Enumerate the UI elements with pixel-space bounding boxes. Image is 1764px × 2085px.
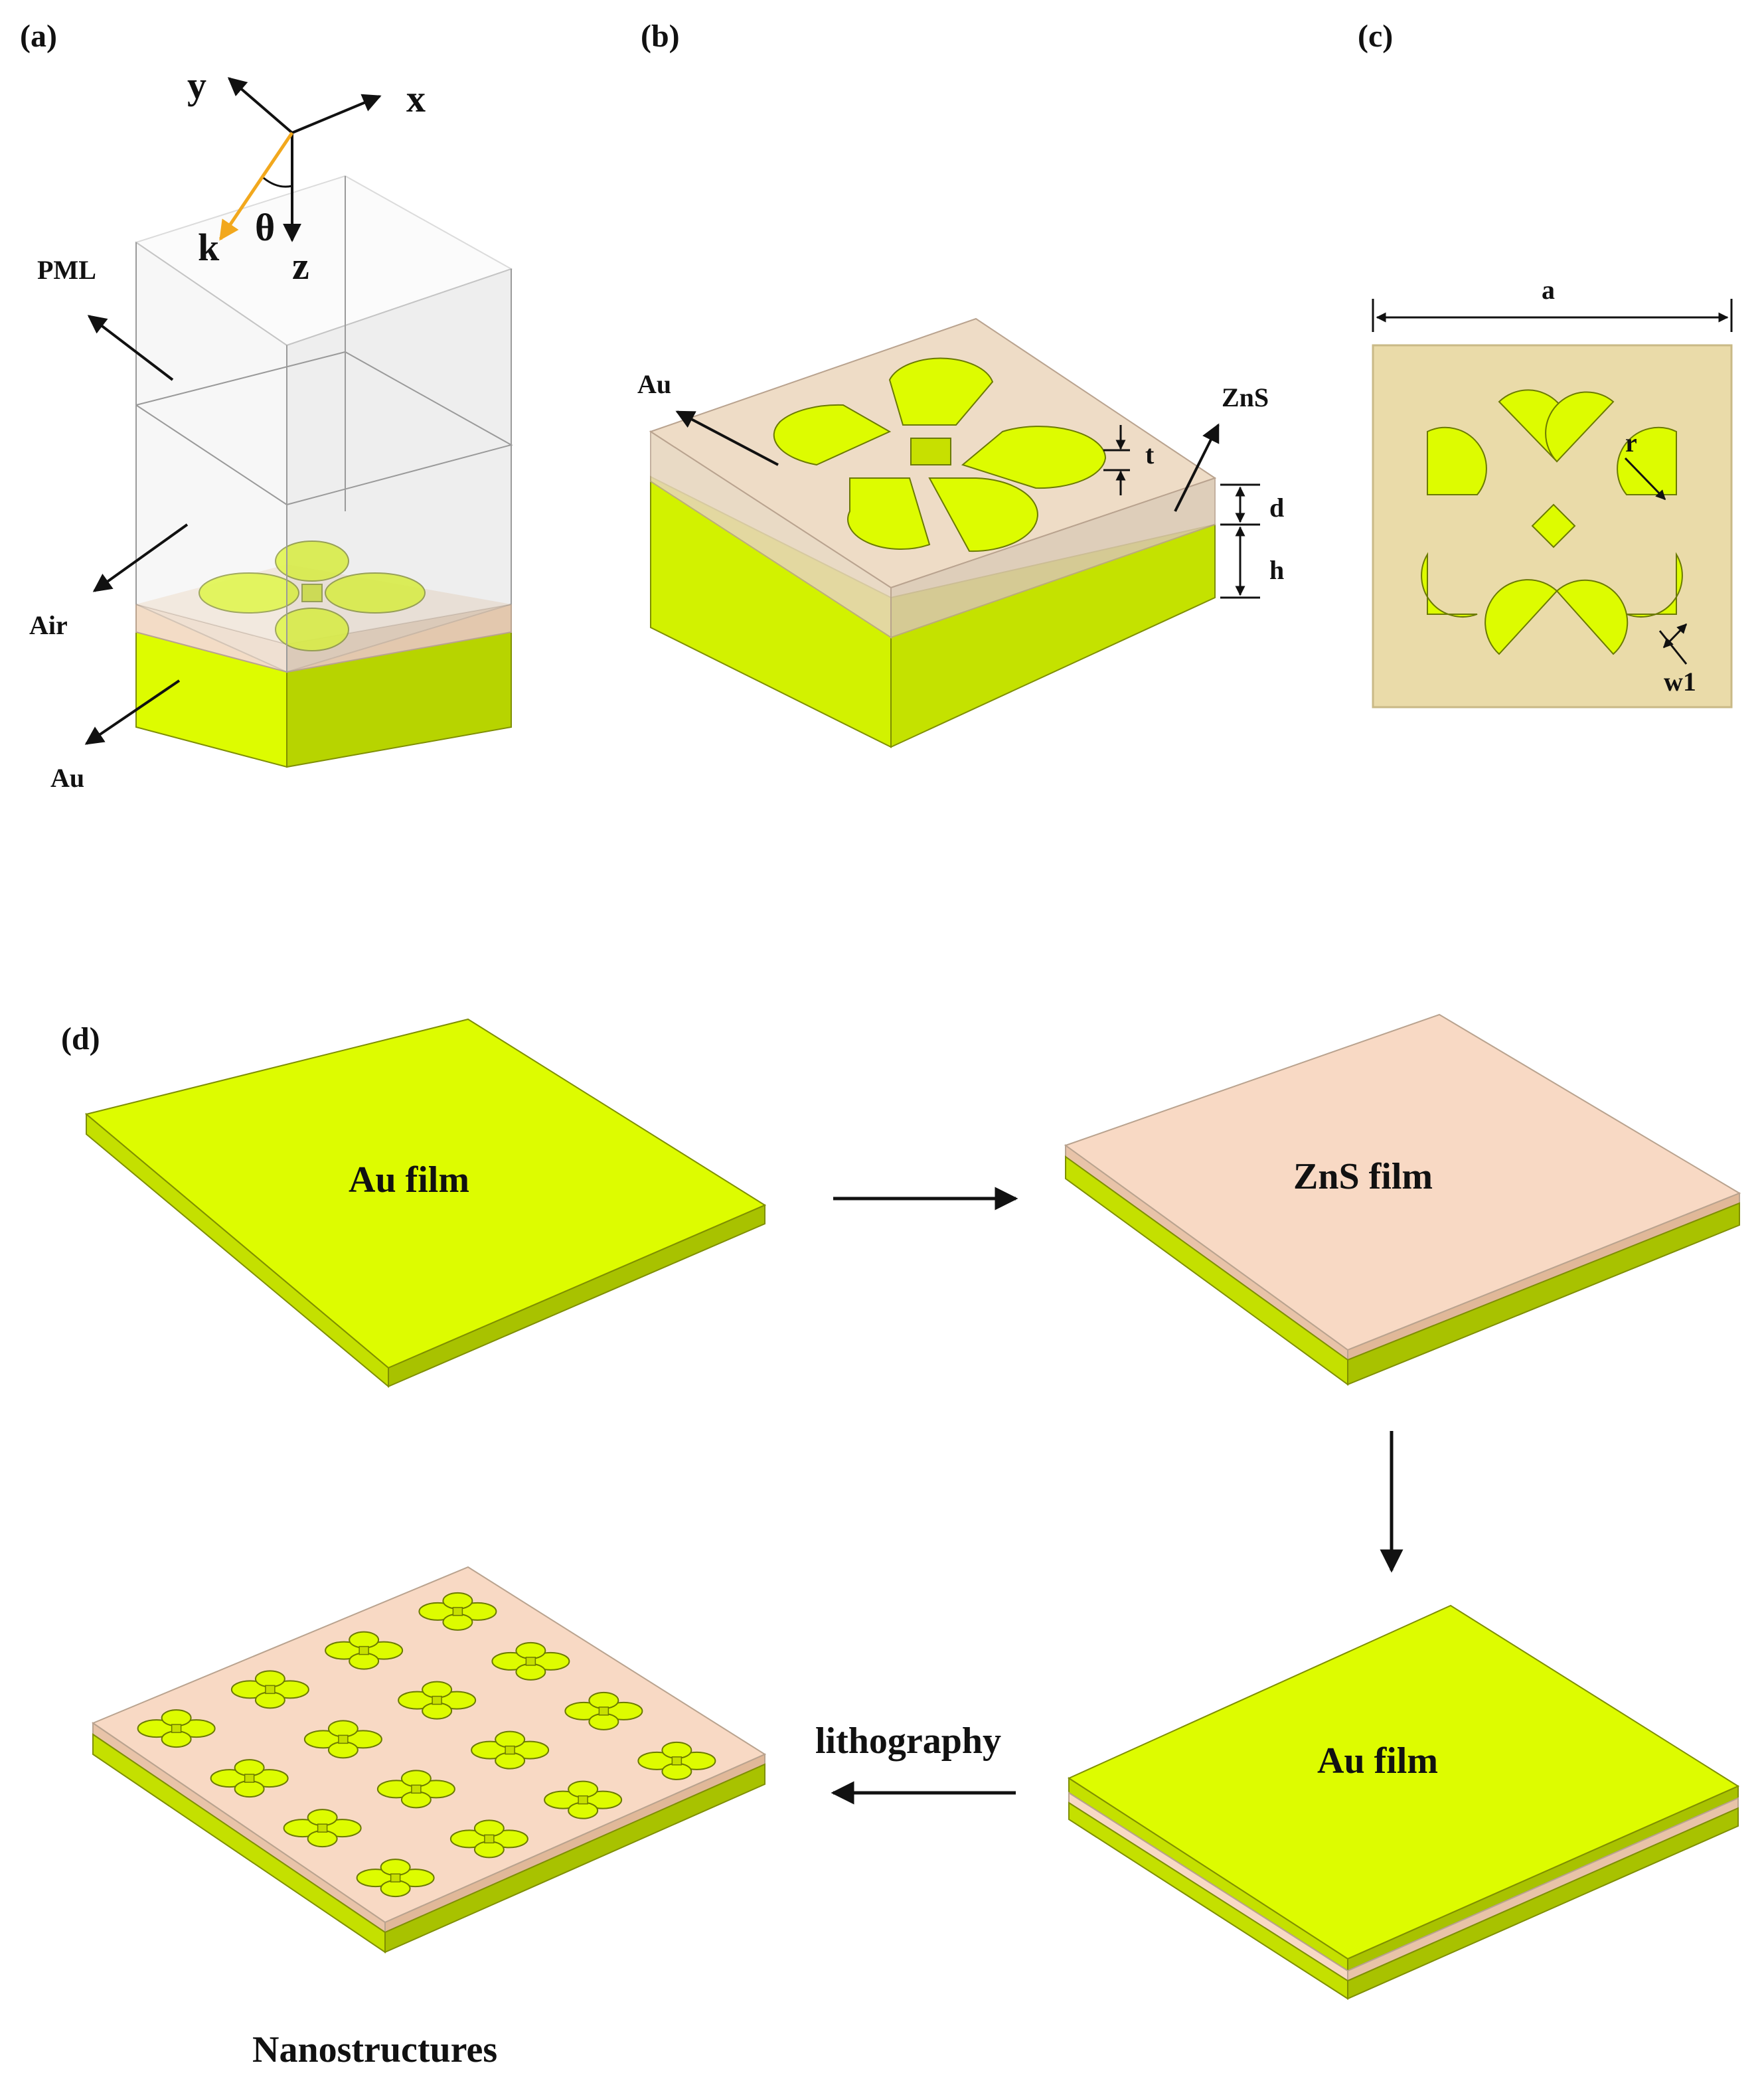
nanostructure-cell xyxy=(376,1770,455,1809)
nanostructure-cell xyxy=(491,1641,570,1681)
nanostructure-cell xyxy=(449,1819,528,1859)
au-film-2-label: Au film xyxy=(1317,1740,1438,1782)
unit-cell-dimensions xyxy=(1372,299,1733,665)
nanostructure-cell xyxy=(325,1631,404,1670)
step-au-film-1 xyxy=(84,1018,767,1388)
au-label-b: Au xyxy=(637,369,671,399)
nanostructure-cell xyxy=(210,1759,289,1798)
radius-r-label: r xyxy=(1625,428,1637,458)
zns-label-b: ZnS xyxy=(1222,382,1269,412)
step-au-film-2 xyxy=(1067,1604,1740,2000)
au-film-1-label: Au film xyxy=(349,1159,469,1201)
panel-b-label: (b) xyxy=(641,19,680,54)
pml-label: PML xyxy=(37,255,96,285)
axis-z-label: z xyxy=(292,244,309,288)
unit-cell-petals xyxy=(1421,389,1683,655)
axis-y-label: y xyxy=(187,64,206,107)
panel-a-coordinate-axes xyxy=(218,77,382,242)
nanostructure-cell xyxy=(637,1741,716,1780)
nanostructure-cell xyxy=(230,1670,309,1709)
panel-b-dimension-marks xyxy=(1103,425,1260,599)
panel-a: (a) xyxy=(20,19,513,793)
step-nanostructures xyxy=(91,1566,767,1954)
period-a-label: a xyxy=(1542,275,1555,305)
width-w1-label: w1 xyxy=(1664,667,1696,697)
thickness-d-label: d xyxy=(1269,493,1284,523)
step-zns-film xyxy=(1064,1013,1741,1386)
panel-a-flower-structure xyxy=(199,541,426,651)
nanostructure-cell xyxy=(303,1720,382,1759)
wave-vector-k-label: k xyxy=(198,226,220,269)
panel-a-simulation-box xyxy=(134,175,513,673)
nanostructure-cell xyxy=(564,1691,643,1730)
panel-d: (d) Au film ZnS film xyxy=(61,1013,1741,2070)
air-label: Air xyxy=(29,610,68,640)
nanostructure-cell xyxy=(544,1780,623,1819)
axis-x-label: x xyxy=(406,77,426,120)
zns-film-label: ZnS film xyxy=(1293,1156,1433,1197)
thickness-t-label: t xyxy=(1145,440,1155,469)
nanostructure-cell xyxy=(137,1709,216,1748)
panel-a-gold-substrate xyxy=(135,629,512,768)
nanostructure-cell xyxy=(283,1809,362,1848)
thickness-h-label: h xyxy=(1269,555,1284,585)
incidence-angle-theta-label: θ xyxy=(255,206,275,249)
lithography-label: lithography xyxy=(815,1720,1001,1762)
au-label-a: Au xyxy=(50,763,84,793)
panel-d-label: (d) xyxy=(61,1021,100,1056)
panel-b-callouts xyxy=(675,410,1220,512)
nanostructure-cell xyxy=(418,1592,497,1631)
panel-a-callouts xyxy=(84,315,189,745)
nanostructure-cell xyxy=(356,1859,435,1898)
panel-c-label: (c) xyxy=(1358,19,1393,54)
panel-b-flower-structure xyxy=(773,357,1107,552)
panel-b: (b) xyxy=(637,19,1284,748)
panel-a-label: (a) xyxy=(20,19,57,54)
nanostructures-label: Nanostructures xyxy=(252,2029,497,2070)
nanostructure-cell xyxy=(398,1681,477,1720)
nanostructure-cell xyxy=(471,1730,550,1770)
panel-c: (c) a r w1 xyxy=(1358,19,1733,709)
nanostructure-array xyxy=(137,1592,716,1898)
